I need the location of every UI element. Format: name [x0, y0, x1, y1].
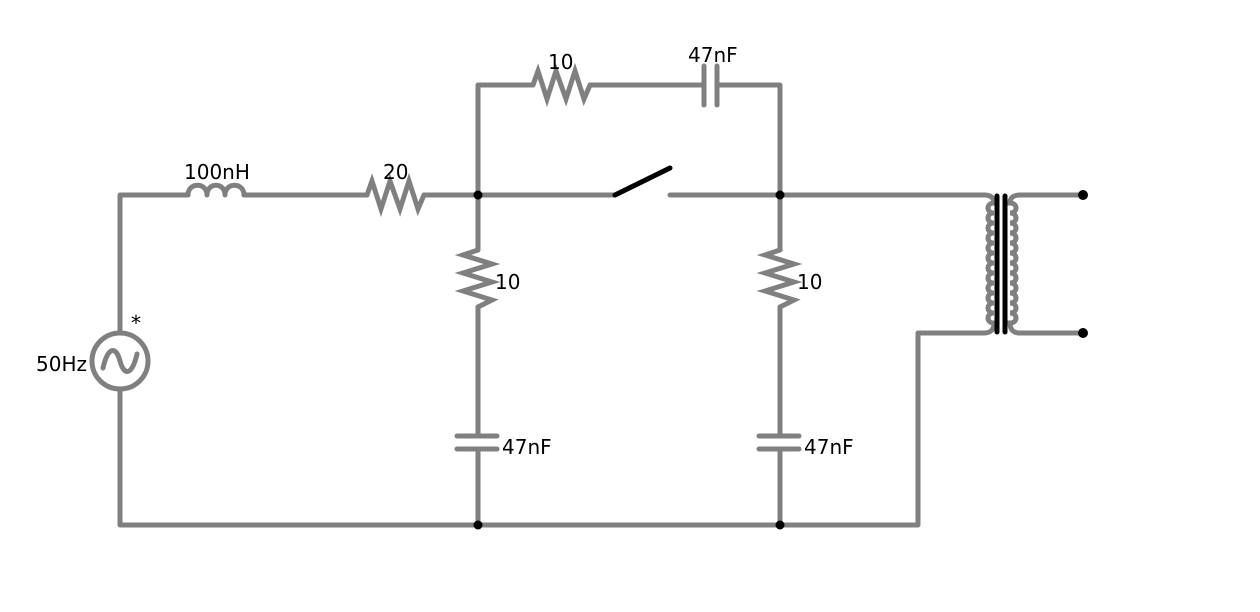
- left-shunt-resistor-label: 10: [495, 270, 520, 294]
- inductor-label: 100nH: [184, 160, 250, 184]
- snubber-resistor[interactable]: 10: [530, 50, 593, 108]
- right-shunt-resistor-label: 10: [797, 270, 822, 294]
- primary-winding-icon: [981, 192, 997, 336]
- right-shunt-capacitor[interactable]: 47nF: [756, 433, 854, 459]
- secondary-winding-icon: [1007, 192, 1023, 336]
- junctions: [473, 190, 1088, 530]
- source-polarity-marker: *: [131, 311, 141, 335]
- ac-voltage-source[interactable]: 50Hz *: [36, 311, 151, 392]
- snubber-capacitor-label: 47nF: [688, 43, 738, 67]
- junction-node-a: [473, 190, 483, 200]
- switch[interactable]: [612, 165, 673, 198]
- right-shunt-resistor[interactable]: 10: [756, 247, 822, 310]
- wire-bottom-return: [117, 330, 987, 528]
- output-terminal-top[interactable]: [1078, 190, 1088, 200]
- wire-source-top: [117, 192, 191, 336]
- series-resistor[interactable]: 20: [364, 160, 427, 218]
- left-shunt-capacitor[interactable]: 47nF: [454, 433, 552, 459]
- wire-snubber-left: [475, 82, 536, 198]
- wires: [117, 82, 1086, 528]
- source-label: 50Hz: [36, 352, 87, 376]
- output-terminal-bottom[interactable]: [1078, 328, 1088, 338]
- resistor-zigzag-icon: [454, 247, 501, 310]
- series-resistor-label: 20: [383, 160, 408, 184]
- transformer[interactable]: [981, 192, 1023, 336]
- series-inductor[interactable]: 100nH: [184, 160, 250, 198]
- left-shunt-capacitor-label: 47nF: [502, 435, 552, 459]
- source-circle: [89, 330, 151, 392]
- snubber-capacitor[interactable]: 47nF: [688, 43, 738, 108]
- wire-snubber-right: [714, 82, 783, 198]
- sine-wave-icon: [100, 348, 140, 374]
- right-shunt-capacitor-label: 47nF: [804, 435, 854, 459]
- junction-bottom-left: [473, 520, 483, 530]
- junction-bottom-right: [775, 520, 785, 530]
- resistor-zigzag-icon: [364, 172, 427, 218]
- left-shunt-resistor[interactable]: 10: [454, 247, 520, 310]
- junction-node-b: [775, 190, 785, 200]
- inductor-coil-icon: [185, 182, 247, 198]
- switch-blade-icon: [612, 165, 673, 198]
- resistor-zigzag-icon: [530, 62, 593, 108]
- resistor-zigzag-icon: [756, 247, 803, 310]
- snubber-resistor-label: 10: [548, 50, 573, 74]
